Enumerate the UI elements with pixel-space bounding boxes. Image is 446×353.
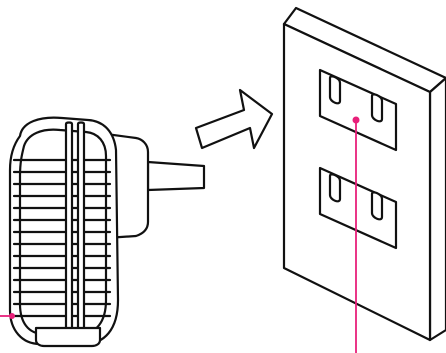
adapter-prong: [146, 160, 206, 192]
slot-right-top: [370, 93, 384, 123]
adapter-face: [18, 128, 108, 336]
outlet-receptacle-top: [318, 68, 398, 152]
slot-left-bottom: [328, 173, 342, 203]
adapter-grip-bars: [64, 121, 86, 346]
adapter-leader-line: [0, 313, 15, 319]
slot-left-top: [328, 75, 342, 105]
adapter-vent-ribs: [12, 158, 112, 318]
insertion-arrow: [194, 88, 274, 150]
outlet-side-face: [428, 76, 446, 342]
outlet-receptacle-bottom: [318, 166, 398, 250]
outlet-leader-line: [352, 116, 360, 353]
arrow-right-icon: [194, 88, 274, 150]
slot-right-bottom: [370, 191, 384, 221]
wall-outlet: [282, 6, 446, 353]
adapter-body: [8, 116, 120, 346]
power-adapter: [0, 116, 206, 348]
adapter-base: [34, 326, 102, 348]
